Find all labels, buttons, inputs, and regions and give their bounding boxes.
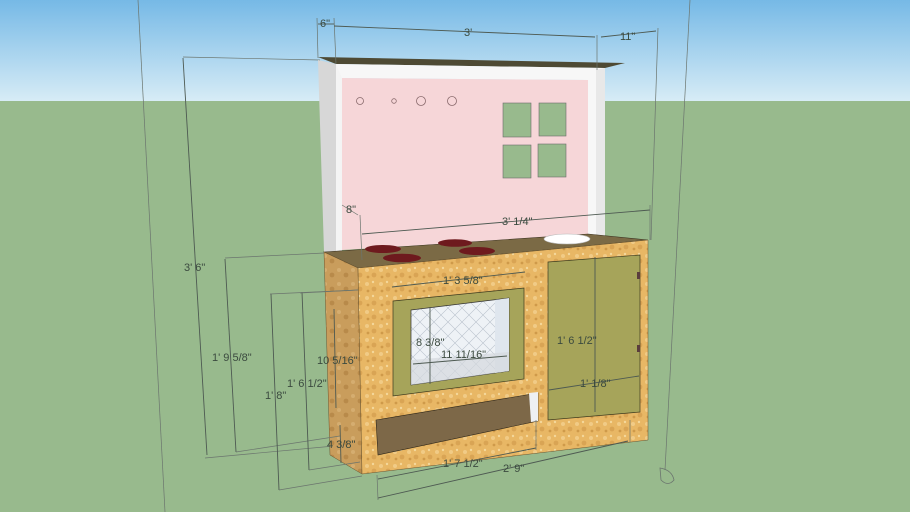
- dim-door-height: 1' 6 1/2": [557, 335, 597, 347]
- dim-top-right-depth: 11": [620, 31, 635, 43]
- dim-oven-opening-height: 10 5/16": [317, 355, 358, 367]
- window-pane: [502, 144, 532, 179]
- knob-hole-icon: [391, 98, 397, 104]
- backsplash-frame[interactable]: [318, 57, 625, 252]
- lower-shelf[interactable]: [375, 392, 539, 456]
- dim-door-width: 1' 1/8": [580, 378, 611, 390]
- dim-top-left-offset: 6": [320, 18, 330, 30]
- sink-icon: [543, 233, 591, 245]
- bounding-lines: [137, 0, 691, 512]
- dim-top-width: 3': [464, 27, 472, 39]
- cabinet-door[interactable]: [547, 254, 641, 421]
- burner-icon: [365, 245, 401, 253]
- door-hinge-icon: [637, 345, 640, 352]
- dim-window-height: 8 3/8": [416, 337, 444, 349]
- dim-overall-height: 3' 6": [184, 262, 205, 274]
- dim-front-height: 1' 6 1/2": [287, 378, 327, 390]
- dimension-lines: [182, 17, 659, 501]
- knob-hole-icon: [447, 96, 457, 106]
- backsplash-panel[interactable]: [342, 78, 588, 250]
- dim-counter-height: 1' 9 5/8": [212, 352, 252, 364]
- dim-base-width: 2' 9": [503, 463, 524, 475]
- dim-oven-frame-width: 1' 3 5/8": [443, 275, 483, 287]
- burner-icon: [459, 247, 495, 255]
- dim-window-width: 11 11/16": [441, 349, 486, 361]
- axis-marker-icon: [659, 467, 675, 484]
- knob-hole-icon: [356, 97, 364, 105]
- window-pane: [537, 143, 567, 178]
- window-pane: [538, 102, 567, 137]
- dim-inner-offset: 8": [346, 204, 356, 216]
- dim-counter-width: 3' 1/4": [502, 216, 533, 228]
- dim-base-height: 4 3/8": [327, 439, 355, 451]
- window-pane: [502, 102, 532, 138]
- burner-icon: [438, 239, 472, 247]
- oven[interactable]: [392, 287, 525, 397]
- dim-side-height: 1' 8": [265, 390, 286, 402]
- dim-shelf-width: 1' 7 1/2": [443, 458, 483, 470]
- burner-icon: [383, 253, 421, 263]
- door-hinge-icon: [637, 272, 640, 279]
- knob-hole-icon: [416, 96, 426, 106]
